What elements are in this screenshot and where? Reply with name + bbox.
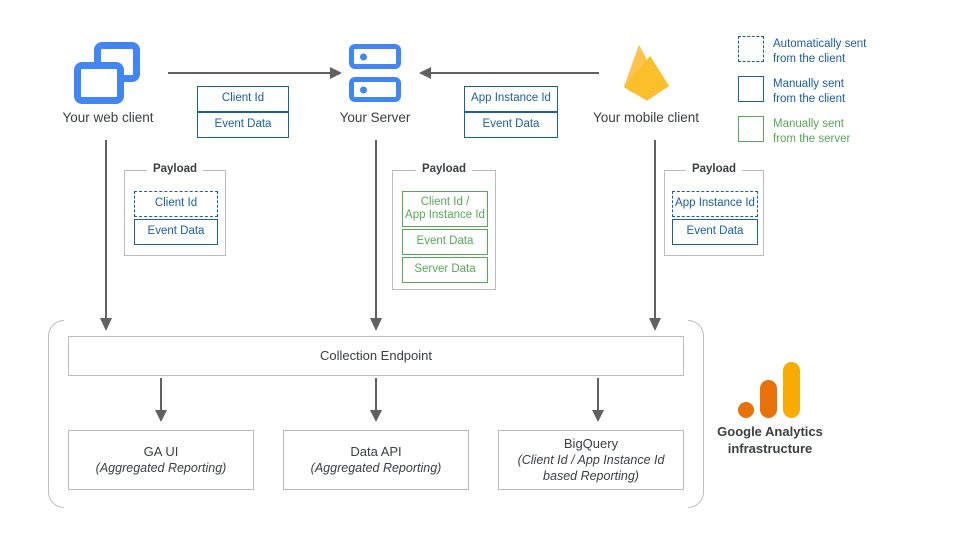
payload-title: Payload bbox=[415, 163, 473, 175]
firebase-flame-icon bbox=[619, 40, 673, 102]
legend-item-manual-server: Manually sent from the server bbox=[738, 116, 850, 147]
google-analytics-logo bbox=[738, 362, 800, 418]
arrow-head bbox=[370, 318, 382, 331]
ga-logo-bar-medium bbox=[760, 380, 777, 418]
arrow-server-down bbox=[370, 140, 385, 334]
ga-logo-bar-tall bbox=[783, 362, 800, 418]
arrow-endpoint-to-data-api bbox=[370, 378, 385, 424]
arrow-shaft bbox=[654, 140, 656, 320]
server-rack-bottom bbox=[349, 77, 401, 102]
output-title-bigquery: BigQuery bbox=[563, 435, 619, 451]
output-subtitle-data-api: (Aggregated Reporting) bbox=[310, 461, 442, 476]
arrow-endpoint-to-bigquery bbox=[592, 378, 607, 424]
legend-swatch-solid-blue bbox=[738, 76, 764, 102]
arrow-endpoint-to-ga-ui bbox=[155, 378, 170, 424]
payload-item-event-data: Event Data bbox=[402, 229, 488, 255]
arrow-head bbox=[330, 67, 342, 79]
arrow-shaft bbox=[375, 378, 377, 412]
firebase-flame-svg bbox=[624, 45, 669, 101]
arrow-head bbox=[649, 318, 661, 331]
server-icon bbox=[349, 44, 401, 102]
output-box-bigquery[interactable]: BigQuery (Client Id / App Instance Id ba… bbox=[498, 430, 684, 490]
payload-server: Payload Client Id / App Instance Id Even… bbox=[392, 163, 496, 290]
arrow-web-to-server bbox=[168, 67, 342, 82]
arrow-shaft bbox=[431, 72, 599, 74]
arrow-shaft bbox=[105, 140, 107, 320]
payload-item-event-data: Event Data bbox=[134, 219, 218, 245]
server-rack-top bbox=[349, 44, 401, 69]
arrow-shaft bbox=[168, 72, 332, 74]
collection-endpoint-box[interactable]: Collection Endpoint bbox=[68, 336, 684, 376]
payload-web-client: Payload Client Id Event Data bbox=[124, 163, 226, 256]
legend-swatch-dashed-blue bbox=[738, 36, 764, 62]
arrow-shaft bbox=[597, 378, 599, 412]
server-led-top bbox=[360, 53, 367, 60]
legend-label-manual-server: Manually sent from the server bbox=[773, 118, 851, 146]
web-client-icon bbox=[74, 42, 140, 104]
server-led-bottom bbox=[360, 86, 367, 93]
arrow-web-client-down bbox=[100, 140, 115, 334]
arrow-head bbox=[592, 410, 604, 422]
node-label-mobile-client: Your mobile client bbox=[592, 110, 700, 125]
output-subtitle-bigquery: (Client Id / App Instance Id based Repor… bbox=[517, 453, 665, 484]
legend-item-manual-client: Manually sent from the client bbox=[738, 76, 845, 107]
ga-logo-bar-small bbox=[738, 402, 754, 418]
payload-item-client-id: Client Id bbox=[134, 191, 218, 217]
arrow-mobile-client-down bbox=[649, 140, 664, 334]
payload-item-app-instance-id: App Instance Id bbox=[672, 191, 758, 217]
transport-field-event-data-mobile: Event Data bbox=[464, 112, 558, 138]
legend-label-manual-client: Manually sent from the client bbox=[773, 78, 846, 106]
arrow-head bbox=[100, 318, 112, 331]
infrastructure-brace-right bbox=[688, 320, 704, 508]
transport-field-client-id: Client Id bbox=[197, 86, 289, 112]
arrow-head bbox=[155, 410, 167, 422]
output-box-ga-ui[interactable]: GA UI (Aggregated Reporting) bbox=[68, 430, 254, 490]
transport-field-app-instance-id: App Instance Id bbox=[464, 86, 558, 112]
payload-mobile-client: Payload App Instance Id Event Data bbox=[664, 163, 764, 256]
collection-endpoint-label: Collection Endpoint bbox=[319, 347, 433, 363]
arrow-shaft bbox=[160, 378, 162, 412]
node-label-web-client: Your web client bbox=[62, 110, 154, 125]
infrastructure-caption: Google Analytics infrastructure bbox=[717, 424, 823, 456]
infrastructure-brace-left bbox=[48, 320, 64, 508]
web-client-window-front bbox=[74, 62, 124, 104]
output-box-data-api[interactable]: Data API (Aggregated Reporting) bbox=[283, 430, 469, 490]
legend: Automatically sent from the client Manua… bbox=[738, 36, 948, 148]
payload-item-client-or-app-instance-id: Client Id / App Instance Id bbox=[402, 191, 488, 227]
output-subtitle-ga-ui: (Aggregated Reporting) bbox=[95, 461, 227, 476]
payload-item-event-data: Event Data bbox=[672, 219, 758, 245]
arrow-shaft bbox=[375, 140, 377, 320]
payload-item-server-data: Server Data bbox=[402, 257, 488, 283]
arrow-head bbox=[419, 67, 431, 79]
node-label-server: Your Server bbox=[339, 110, 411, 125]
payload-title: Payload bbox=[685, 163, 743, 175]
output-title-data-api: Data API bbox=[350, 443, 402, 459]
legend-label-automatic-client: Automatically sent from the client bbox=[773, 38, 867, 66]
payload-title: Payload bbox=[146, 163, 204, 175]
output-title-ga-ui: GA UI bbox=[143, 443, 179, 459]
legend-item-automatic-client: Automatically sent from the client bbox=[738, 36, 866, 67]
transport-field-event-data: Event Data bbox=[197, 112, 289, 138]
arrow-mobile-to-server bbox=[419, 67, 599, 82]
legend-swatch-solid-green bbox=[738, 116, 764, 142]
arrow-head bbox=[370, 410, 382, 422]
